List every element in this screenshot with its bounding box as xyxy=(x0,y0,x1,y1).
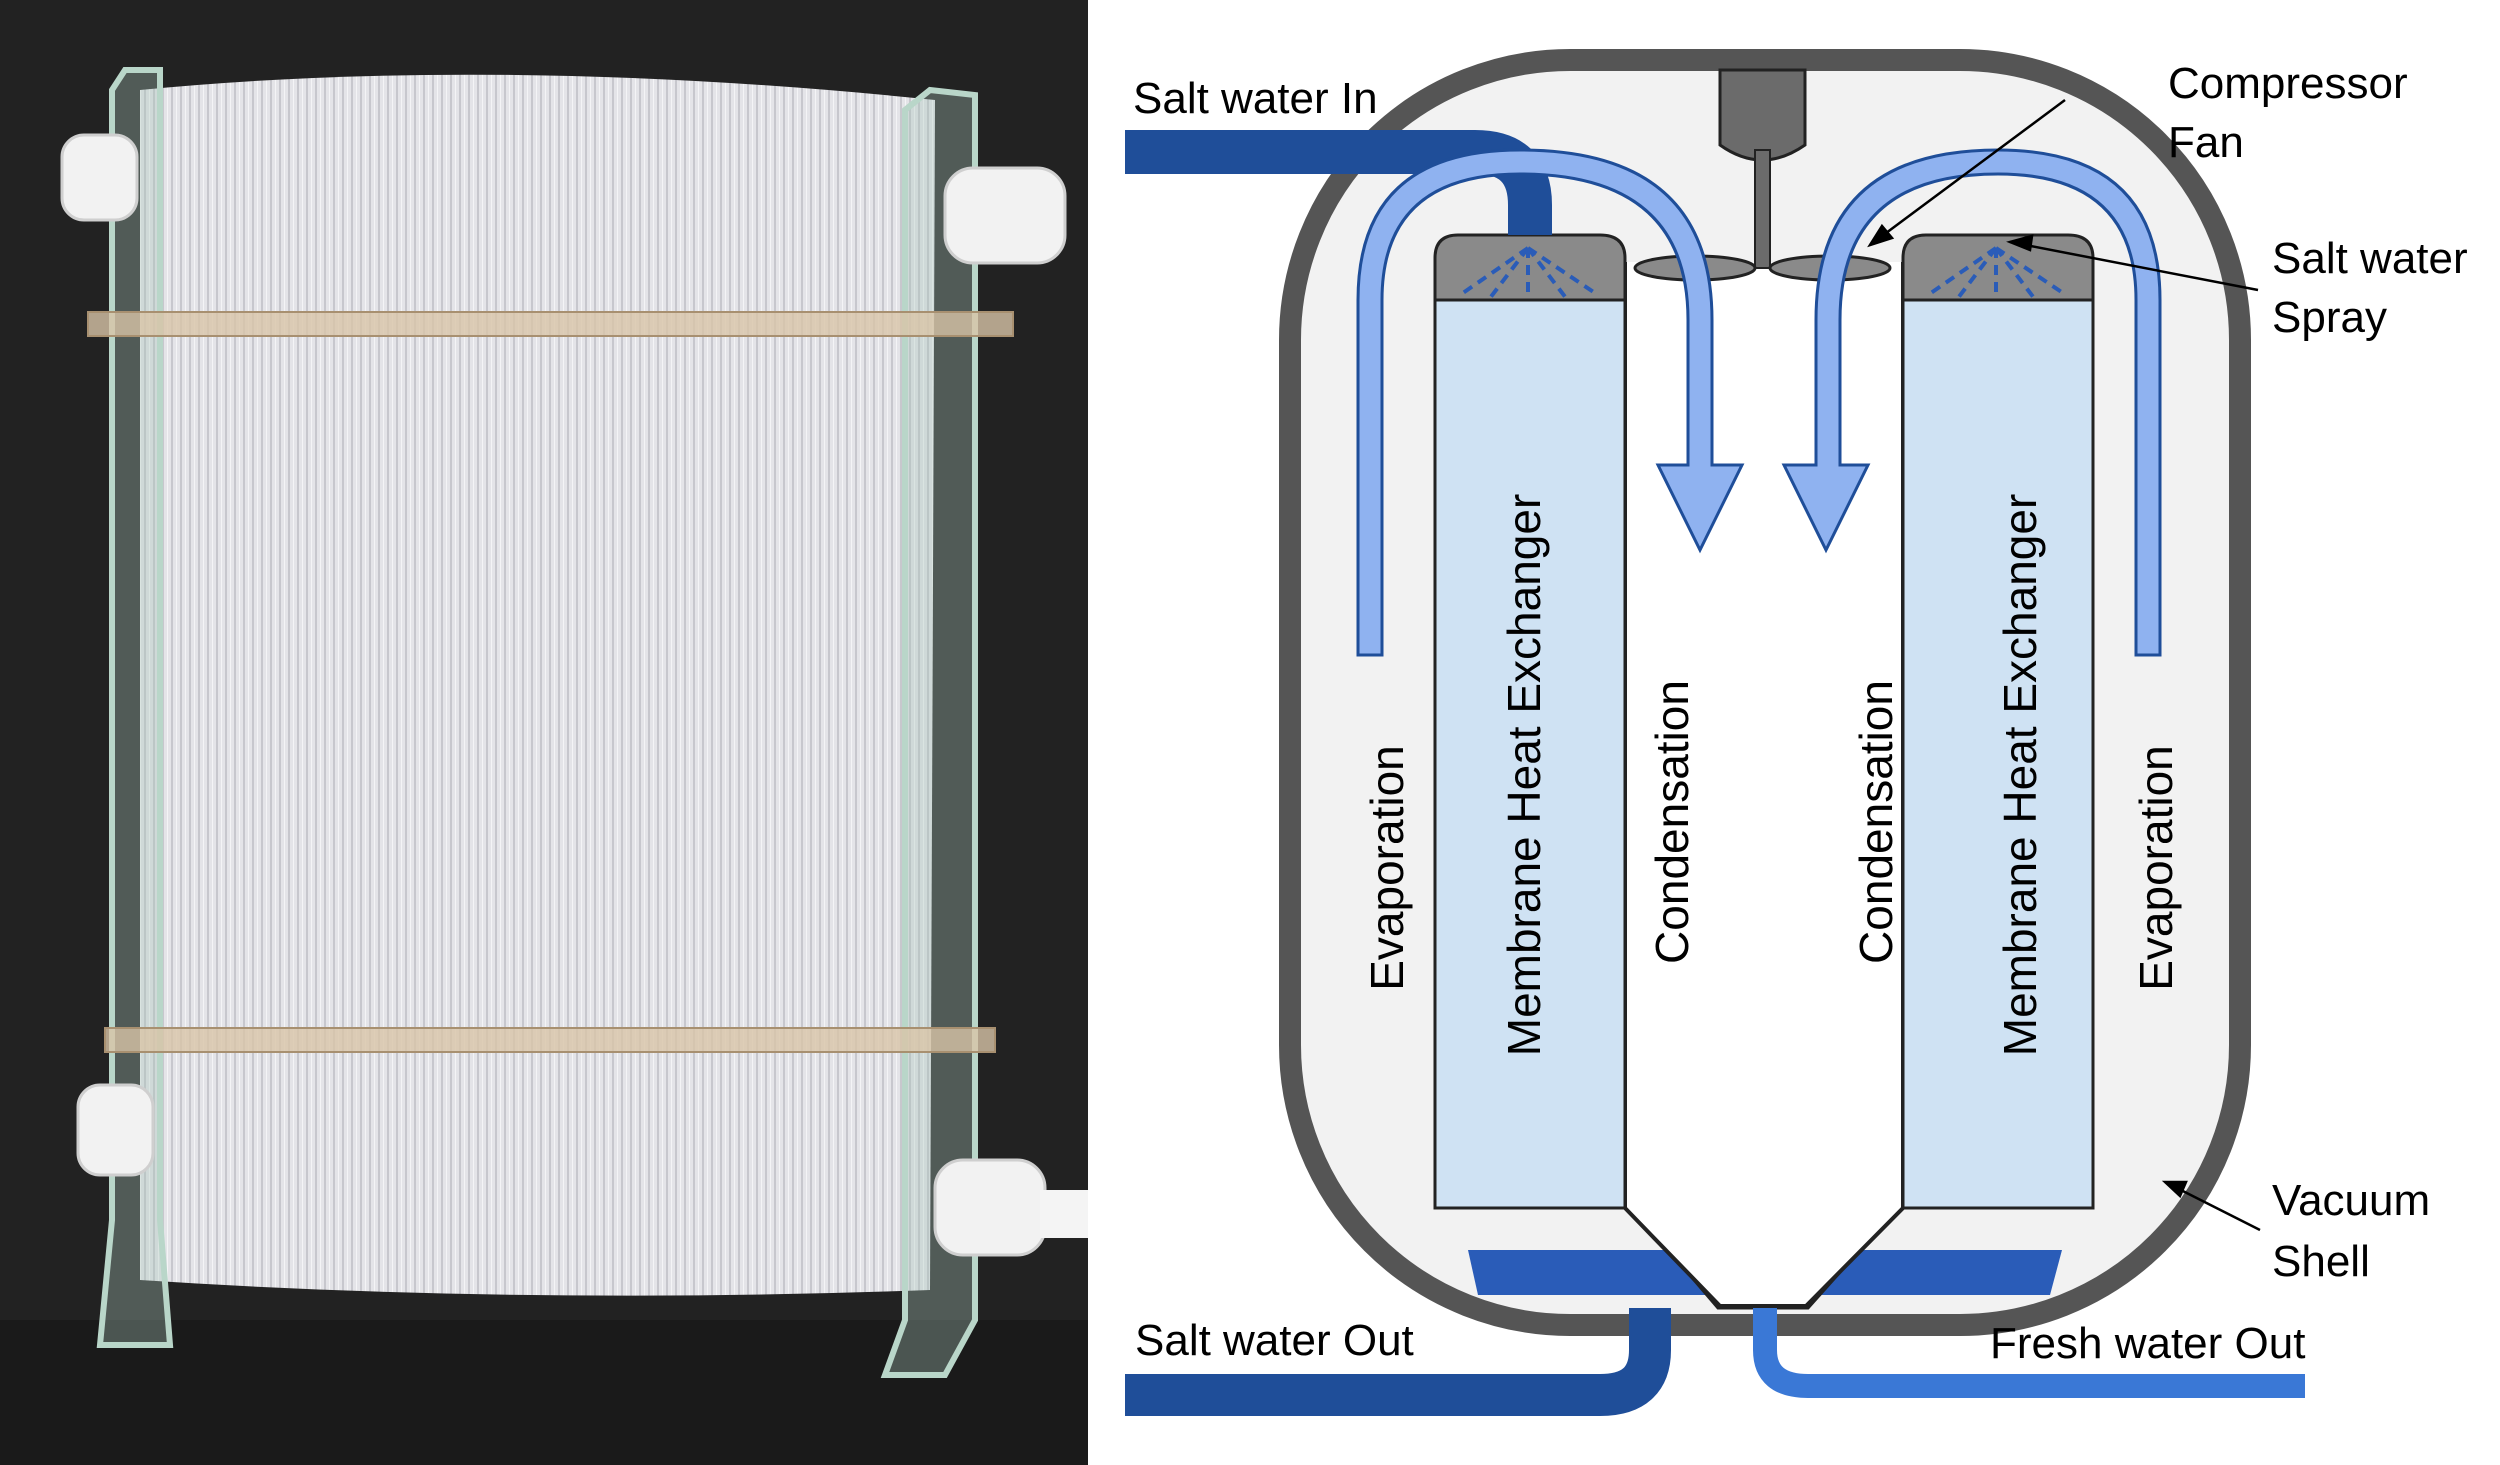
label-salt-water-out: Salt water Out xyxy=(1135,1316,1414,1365)
support-rail-top xyxy=(87,311,1014,337)
leader-lines xyxy=(1867,98,2261,1232)
port-cap-top-left xyxy=(60,133,139,222)
compressor-motor xyxy=(1718,68,1807,162)
membrane-stack xyxy=(140,74,935,1296)
compressor-shaft xyxy=(1754,149,1771,269)
spray-left xyxy=(1458,246,1600,300)
flow-arrow-left xyxy=(1356,148,1745,657)
glass-plate-left xyxy=(96,67,174,1348)
port-cap-bottom-right xyxy=(933,1158,1047,1257)
port-cap-top-right xyxy=(943,166,1067,265)
label-fan: Fan xyxy=(2168,118,2244,167)
label-evaporation-right: Evaporation xyxy=(2130,745,2182,991)
label-evaporation-left: Evaporation xyxy=(1361,745,1413,991)
flow-arrow-right xyxy=(1781,148,2162,657)
desalination-diagram: Salt water In Compressor Fan Salt water … xyxy=(1125,49,2468,1416)
salt-water-out-pipe xyxy=(1125,1308,1671,1416)
label-condensation-left: Condensation xyxy=(1646,680,1698,964)
membrane-exchanger-left-body xyxy=(1433,298,1627,1210)
label-membrane-left: Membrane Heat Exchanger xyxy=(1498,494,1550,1057)
port-cap-bottom-left xyxy=(76,1083,155,1177)
support-rail-bottom xyxy=(104,1027,996,1053)
prototype-photo xyxy=(0,0,1088,1465)
spray-right xyxy=(1926,246,2068,300)
label-salt-water-in: Salt water In xyxy=(1133,74,1378,123)
label-fresh-water-out: Fresh water Out xyxy=(1990,1319,2305,1368)
fresh-water-out-pipe xyxy=(1753,1308,2305,1398)
label-vacuum: Vacuum xyxy=(2272,1176,2430,1225)
photo-shadow xyxy=(0,1320,1088,1465)
label-compressor: Compressor xyxy=(2168,59,2408,108)
label-salt-water-spray-2: Spray xyxy=(2272,293,2387,342)
label-membrane-right: Membrane Heat Exchanger xyxy=(1994,494,2046,1057)
label-salt-water-spray-1: Salt water xyxy=(2272,234,2468,283)
label-shell: Shell xyxy=(2272,1237,2370,1286)
membrane-exchanger-right-body xyxy=(1901,298,2095,1210)
label-condensation-right: Condensation xyxy=(1850,680,1902,964)
outlet-hose xyxy=(1040,1190,1088,1238)
